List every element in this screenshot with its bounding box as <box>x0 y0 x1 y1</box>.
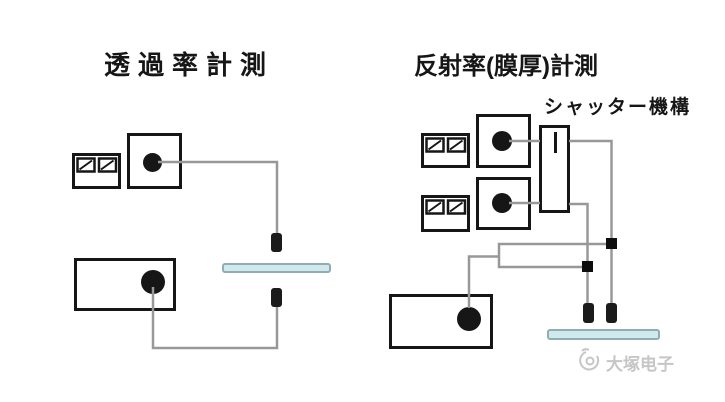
fiber-junction-icon <box>582 261 593 272</box>
meter-unit-bottom <box>421 195 470 232</box>
source-port-icon <box>492 131 512 151</box>
detector-box <box>389 294 493 349</box>
shutter-blade-icon <box>554 132 557 153</box>
sample-substrate <box>547 329 660 340</box>
meter-unit <box>72 153 121 189</box>
light-source-box-bottom <box>476 177 531 230</box>
cable-y-branch <box>497 242 612 269</box>
fiber-tip-icon <box>606 303 617 323</box>
fiber-tip-icon <box>271 233 282 252</box>
reflectance-title: 反射率(膜厚)計測 <box>414 53 598 80</box>
watermark-logo-icon <box>579 348 600 371</box>
source-port-icon <box>143 153 162 172</box>
fiber-tip-icon <box>583 303 594 323</box>
analog-meter-icon <box>425 137 467 153</box>
cable-shutter-to-probe-right <box>569 139 613 304</box>
watermark-text: 大塚电子 <box>606 355 674 374</box>
light-source-box-top <box>476 114 531 168</box>
detector-port-icon <box>457 307 481 331</box>
analog-meter-icon <box>76 157 118 173</box>
transmittance-title: 透過率計測 <box>104 50 275 80</box>
meter-unit-top <box>421 133 470 168</box>
analog-meter-icon <box>425 199 467 215</box>
fiber-tip-icon <box>271 288 282 307</box>
detector-port-icon <box>141 270 165 294</box>
fiber-junction-icon <box>606 238 617 249</box>
cable-shutter-to-probe-left <box>569 202 589 304</box>
sample-substrate <box>222 263 331 273</box>
shutter-box <box>539 125 570 213</box>
light-source-box <box>127 133 182 189</box>
source-port-icon <box>492 193 512 213</box>
detector-box <box>74 258 176 311</box>
shutter-mechanism-label: シャッター機構 <box>544 97 692 118</box>
